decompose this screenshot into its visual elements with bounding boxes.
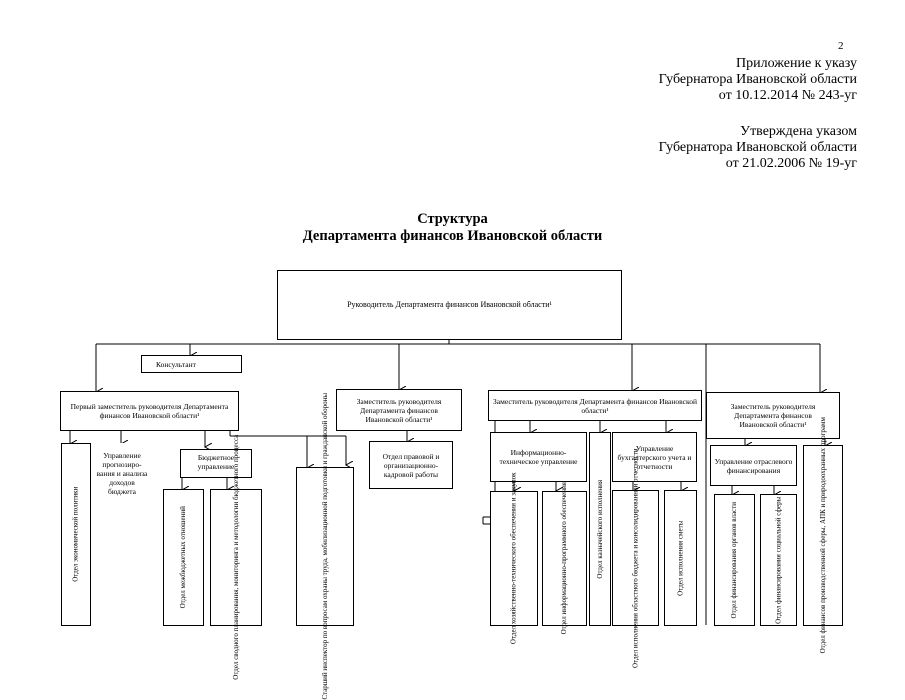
consolidated-planning-division: Отдел сводного планирования, мониторинга…: [210, 435, 262, 680]
header-line: Губернатора Ивановской области: [658, 72, 857, 87]
production-sphere-division: Отдел финансов производственной сферы, А…: [803, 417, 843, 654]
consultant: Консультант: [141, 355, 242, 373]
header-line: Губернатора Ивановской области: [658, 140, 857, 155]
page-subtitle: Департамента финансов Ивановской области: [302, 228, 603, 244]
software-division: Отдел информационно-программного обеспеч…: [542, 482, 587, 635]
deputy-head-sectoral: Заместитель руководителя Департамента фи…: [706, 392, 840, 439]
header-line: Приложение к указу: [736, 56, 857, 71]
accounting-department: Управление бухгалтерского учета и отчетн…: [612, 432, 697, 482]
page-title: Структура: [417, 211, 488, 227]
connector-lines: [0, 339, 905, 625]
procurement-division: Отдел хозяйственно-технического обеспече…: [490, 473, 538, 644]
division-label: Отдел межбюджетных отношений: [179, 506, 188, 609]
budget-department: Бюджетное управление: [180, 449, 252, 478]
division-label: Отдел финансов производственной сферы, А…: [818, 417, 827, 654]
economic-policy-division: Отдел экономической политики: [61, 443, 91, 626]
header-line: от 21.02.2006 № 19-уг: [725, 156, 857, 171]
division-label: Отдел исполнения областного бюджета и ко…: [631, 448, 640, 668]
division-label: Отдел казначейского исполнения: [595, 479, 604, 579]
estimate-execution-division: Отдел исполнения сметы: [664, 490, 697, 626]
division-label: Отдел финансирования органов власти: [730, 501, 739, 619]
deputy-head-treasury: Заместитель руководителя Департамента фи…: [488, 390, 702, 421]
sectoral-financing-department: Управление отраслевого финансирования: [710, 445, 797, 486]
first-deputy-head: Первый заместитель руководителя Департам…: [60, 391, 239, 431]
page-number: 2: [838, 40, 844, 52]
treasury-division: Отдел казначейского исполнения: [589, 432, 611, 626]
division-label: Отдел исполнения сметы: [676, 520, 685, 596]
senior-inspector: Старший инспектор по вопросам охраны тру…: [296, 393, 354, 700]
it-department: Информационно-техническое управление: [490, 432, 587, 482]
header-appendix: Приложение к указу Губернатора Ивановско…: [659, 56, 857, 104]
header-approved: Утверждена указом Губернатора Ивановской…: [659, 124, 857, 172]
header-line: от 10.12.2014 № 243-уг: [718, 88, 857, 103]
social-sphere-financing-division: Отдел финансирования социальной сферы: [760, 494, 797, 626]
interbudget-relations-division: Отдел межбюджетных отношений: [163, 489, 204, 626]
division-label: Отдел информационно-программного обеспеч…: [560, 482, 569, 635]
division-label: Старший инспектор по вопросам охраны тру…: [320, 393, 329, 700]
deputy-head-legal: Заместитель руководителя Департамента фи…: [336, 389, 462, 431]
regional-budget-execution-division: Отдел исполнения областного бюджета и ко…: [612, 448, 659, 668]
forecasting-department: Управление прогнозиро-вания и анализа до…: [94, 443, 150, 531]
division-label: Отдел финансирования социальной сферы: [774, 496, 783, 624]
division-label: Отдел хозяйственно-технического обеспече…: [509, 472, 518, 645]
header-line: Утверждена указом: [740, 124, 857, 139]
division-label: Отдел сводного планирования, мониторинга…: [231, 435, 240, 680]
government-bodies-financing-division: Отдел финансирования органов власти: [714, 494, 755, 626]
division-label: Отдел экономической политики: [71, 486, 80, 583]
legal-hr-division: Отдел правовой и организационно-кадровой…: [369, 441, 453, 489]
head-of-department: Руководитель Департамента финансов Ивано…: [277, 270, 622, 340]
